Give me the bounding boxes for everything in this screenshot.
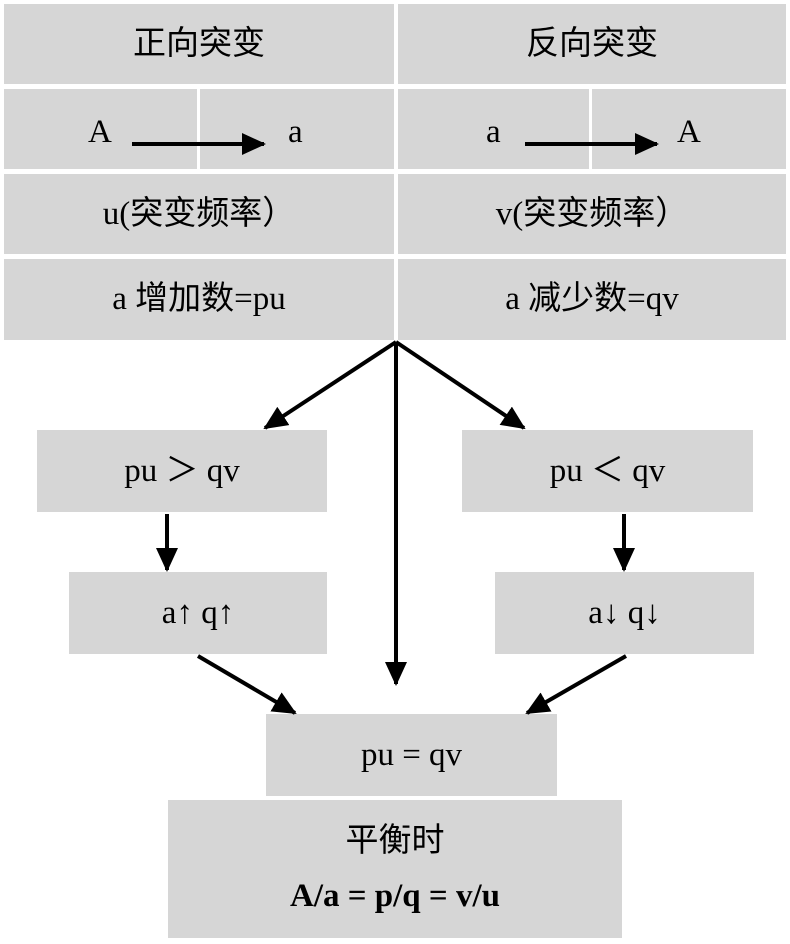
balance-formula: A/a = p/q = v/u: [289, 878, 500, 914]
header-reverse-mutation: 反向突变: [398, 4, 786, 84]
transition-reverse-right-cell: [592, 89, 786, 169]
rate-reverse-label: v(突变频率）: [495, 195, 689, 232]
arrow-to-left-condition: [263, 340, 398, 430]
equilibrium-label: pu = qv: [360, 736, 463, 773]
result-increase: a↑ q↑: [69, 572, 327, 654]
transition-reverse-from: a: [486, 114, 501, 150]
header-reverse-label: 反向突变: [526, 25, 658, 62]
condition-right-label: pu ＜ qv: [549, 452, 666, 489]
transition-forward-right-cell: [200, 89, 394, 169]
rate-forward-label: u(突变频率）: [102, 195, 296, 232]
condition-pu-greater-qv: pu ＞ qv: [37, 430, 327, 512]
transition-reverse-left-cell: [398, 89, 589, 169]
transition-forward-to: a: [288, 114, 303, 150]
result-right-label: a↓ q↓: [588, 594, 661, 631]
balance-title: 平衡时: [345, 823, 445, 859]
condition-left-label: pu ＞ qv: [124, 452, 240, 489]
rate-forward: u(突变频率）: [4, 174, 394, 254]
balance-box: 平衡时 A/a = p/q = v/u: [168, 800, 622, 938]
condition-pu-less-qv: pu ＜ qv: [462, 430, 753, 512]
change-forward-label: a 增加数=pu: [112, 281, 286, 317]
transition-forward-left-cell: [4, 89, 197, 169]
header-forward-label: 正向突变: [133, 25, 265, 62]
result-left-label: a↑ q↑: [161, 594, 235, 631]
change-reverse: a 减少数=qv: [398, 259, 786, 340]
rate-reverse: v(突变频率）: [398, 174, 786, 254]
change-reverse-label: a 减少数=qv: [505, 281, 679, 317]
result-decrease: a↓ q↓: [495, 572, 754, 654]
transition-reverse-to: A: [677, 114, 701, 150]
equilibrium-box: pu = qv: [266, 714, 557, 796]
arrow-left-result-to-equilibrium: [196, 654, 297, 715]
transition-forward-from: A: [88, 114, 112, 150]
header-forward-mutation: 正向突变: [4, 4, 394, 84]
arrow-to-right-condition: [394, 340, 526, 430]
arrow-right-result-to-equilibrium: [525, 654, 627, 715]
change-forward: a 增加数=pu: [4, 259, 394, 340]
